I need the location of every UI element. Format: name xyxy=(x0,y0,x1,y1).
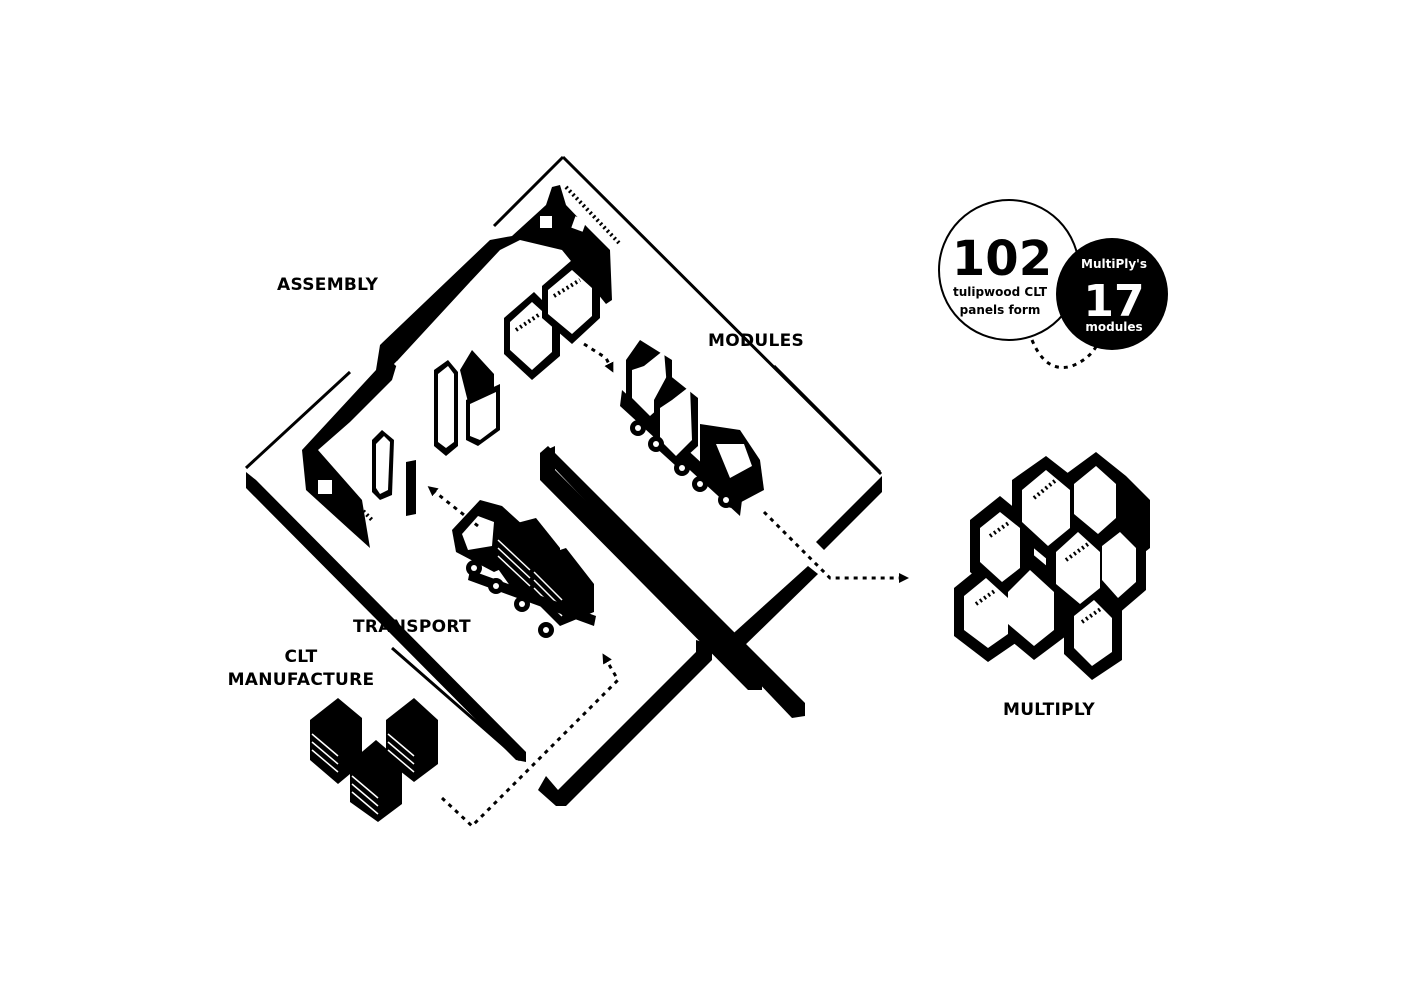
label-transport: TRANSPORT xyxy=(353,617,471,637)
site-outline xyxy=(244,155,883,762)
panel-assembly xyxy=(372,350,500,516)
panels-caption-line1: tulipwood CLT xyxy=(953,285,1048,299)
multiply-module-cluster xyxy=(954,452,1150,680)
transport-truck xyxy=(452,500,596,638)
label-multiply: MULTIPLY xyxy=(1003,700,1095,720)
assembly-to-modules-arrow xyxy=(583,342,614,373)
modules-stat-circle: MultiPly's 17 modules xyxy=(1056,238,1168,350)
label-clt-line2: MANUFACTURE xyxy=(228,670,375,690)
panels-count: 102 xyxy=(952,231,1052,287)
label-clt-line1: CLT xyxy=(285,647,318,667)
brand-name: MultiPly's xyxy=(1081,257,1147,271)
site-walls xyxy=(246,446,882,806)
modules-count: 17 xyxy=(1083,276,1144,327)
manufacture-to-transport-arrow xyxy=(440,653,620,829)
label-assembly: ASSEMBLY xyxy=(277,275,379,295)
panels-stat-circle: 102 tulipwood CLT panels form xyxy=(938,199,1080,341)
transport-to-assembly-arrow xyxy=(427,486,479,528)
label-modules: MODULES xyxy=(708,331,804,351)
modules-word: modules xyxy=(1085,320,1142,334)
assembly-hall xyxy=(302,185,622,548)
modules-to-multiply-arrow xyxy=(762,510,909,583)
panels-caption-line2: panels form xyxy=(960,303,1041,317)
clt-panel-stacks xyxy=(310,698,438,822)
module-truck xyxy=(620,340,764,516)
assembled-modules xyxy=(504,260,600,380)
